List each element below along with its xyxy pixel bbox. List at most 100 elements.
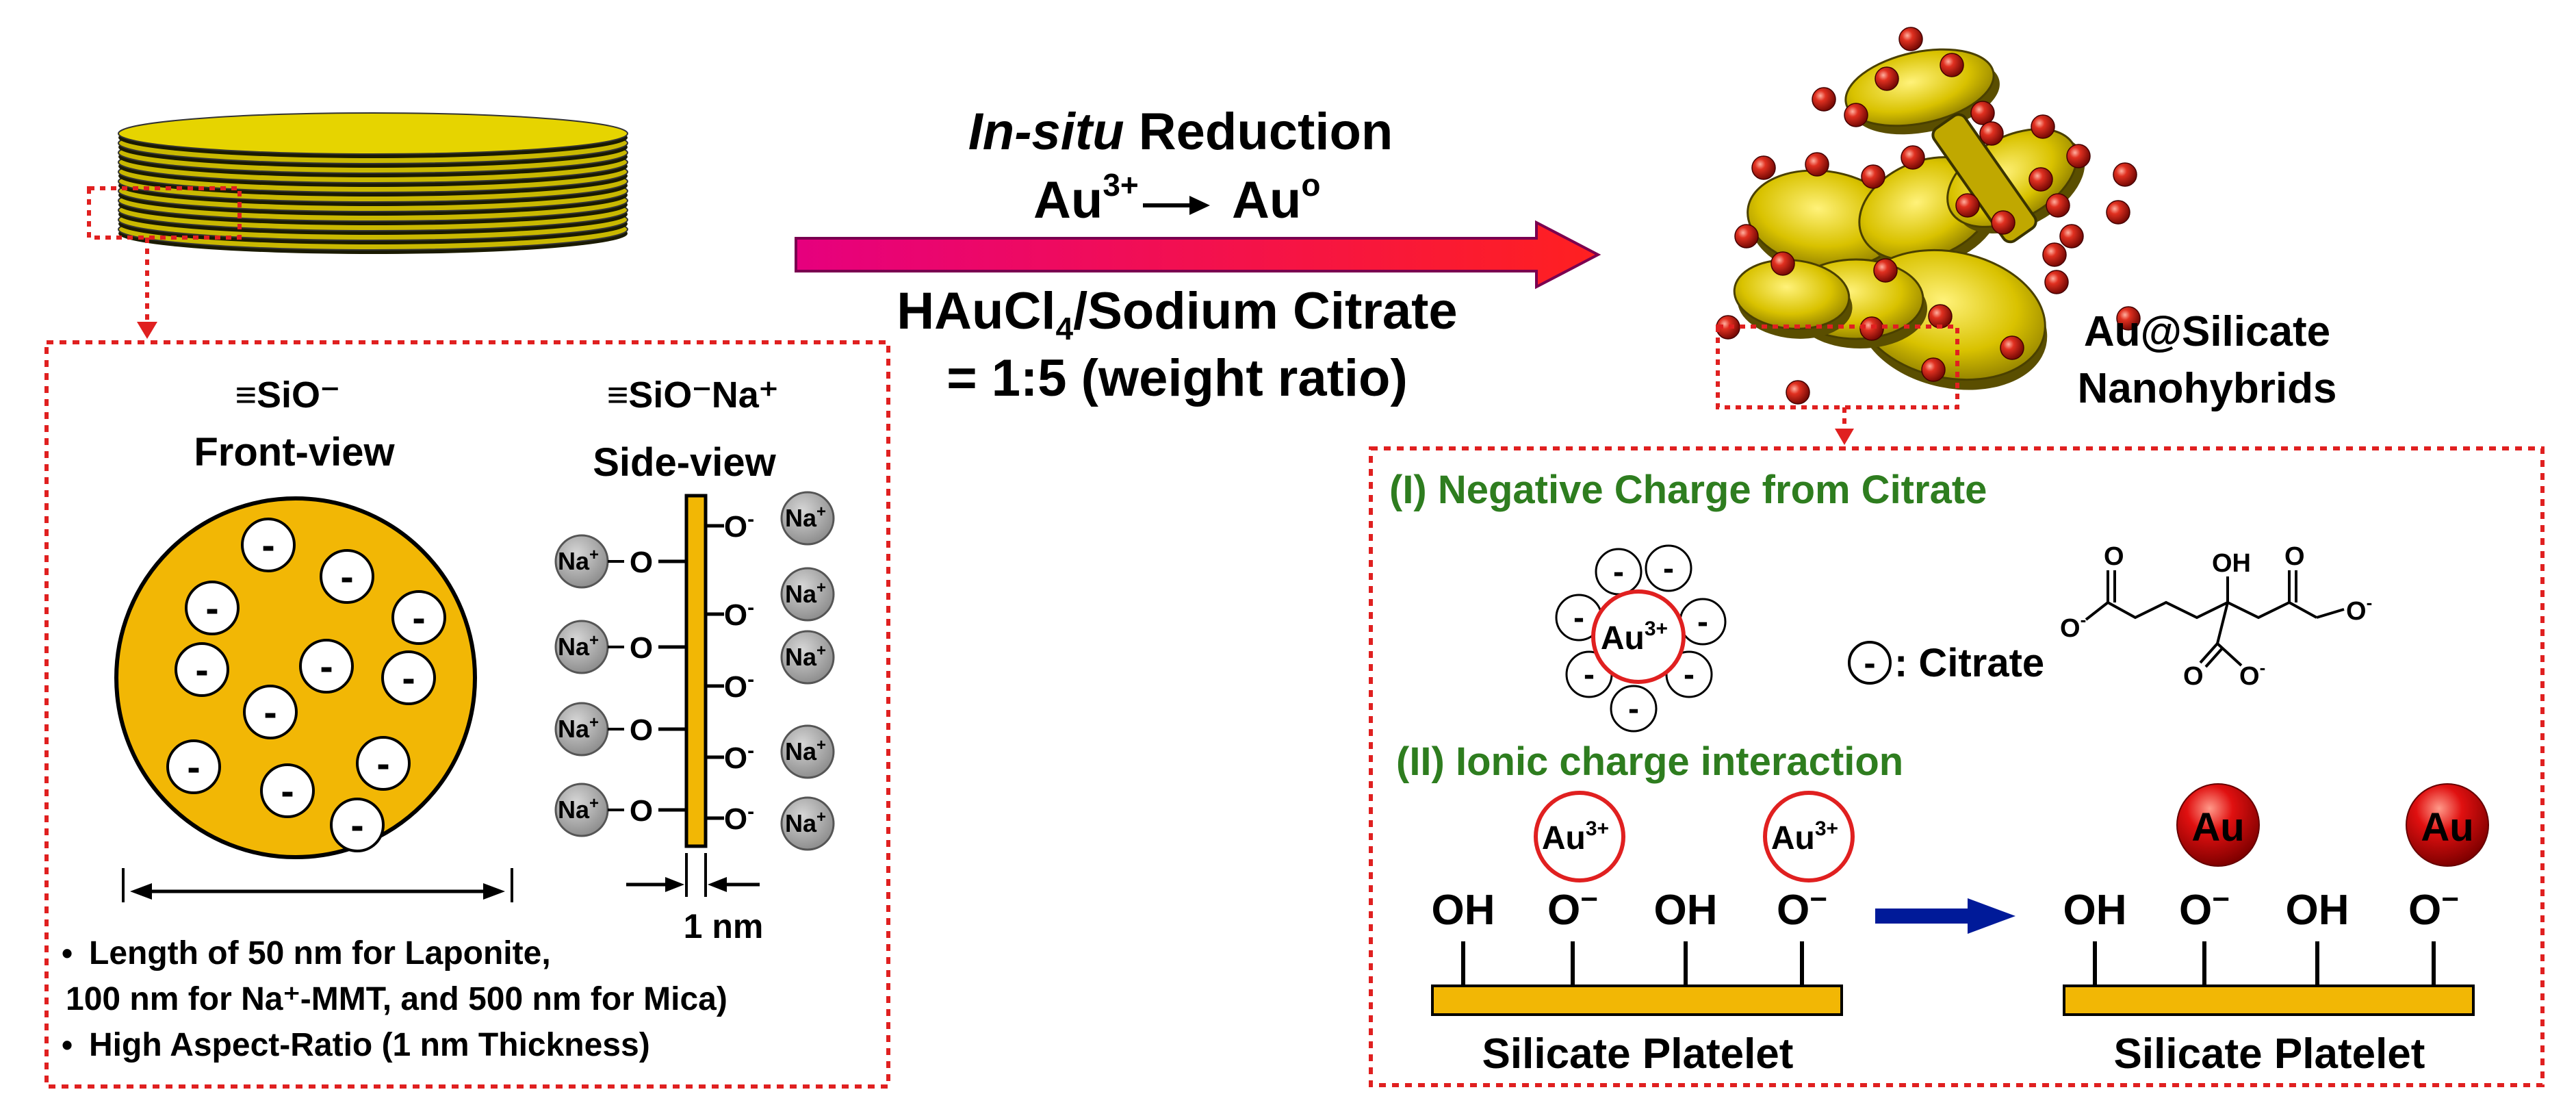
charge-minus: - (412, 596, 425, 640)
sodium-label: Na+ (785, 641, 826, 671)
citrate-atom-o-5: O (2183, 662, 2204, 691)
gold-nanoparticle (1751, 155, 1776, 180)
reaction-equation-right: Auo (1232, 167, 1320, 229)
citrate-atom-o-4: O- (2346, 592, 2372, 626)
thickness-marker (626, 853, 760, 897)
gold-nanoparticle (2106, 200, 2130, 225)
sodium-ion (780, 724, 835, 779)
side-formula: ≡SiO⁻Na⁺ (607, 374, 779, 416)
transformation-arrow (1875, 898, 2015, 934)
sodium-label: Na+ (785, 579, 826, 608)
citrate-minus: - (1663, 550, 1674, 587)
platelet-side-bar (684, 494, 708, 848)
gold-nanoparticle (2042, 242, 2067, 267)
front-charge-group: ------------ (166, 518, 446, 852)
citrate-structure (2085, 570, 2345, 668)
charge-minus: - (205, 586, 218, 631)
gold-label: Au (2421, 805, 2473, 850)
citrate-atom-o-2: O- (2060, 609, 2086, 643)
bullet-1-line-1: Length of 50 nm for Laponite, (89, 935, 551, 971)
platelet-label: Silicate Platelet (2114, 1030, 2425, 1078)
citrate-atom-oh: OH (2212, 549, 2251, 578)
citrate-key-label: : Citrate (1894, 641, 2044, 685)
sodium-ion (780, 796, 835, 851)
left-detail-panel (44, 340, 890, 1089)
product-label-line-1: Au@Silicate (2084, 308, 2330, 355)
gold-nanoparticle (1805, 152, 1829, 177)
citrate-ligand (1610, 685, 1658, 733)
citrate-key-minus: - (1864, 644, 1875, 683)
oxygen-label: O (630, 631, 653, 665)
citrate-minus: - (1613, 554, 1624, 590)
bullet-2: High Aspect-Ratio (1 nm Thickness) (89, 1027, 650, 1063)
oxygen-anion-label: O- (724, 800, 754, 836)
gold-nanoparticle (2116, 306, 2141, 331)
sodium-ion (780, 491, 835, 546)
sodium-ion (780, 630, 835, 685)
gold-nanoparticle (2000, 335, 2024, 360)
length-arrow (122, 868, 513, 902)
sodium-label: Na+ (558, 631, 599, 661)
charge-minus: - (320, 644, 333, 689)
bullet-1-line-2: 100 nm for Na⁺-MMT, and 500 nm for Mica) (66, 981, 727, 1017)
ratio-label: = 1:5 (weight ratio) (946, 349, 1408, 407)
gold-nanoparticle (2066, 144, 2091, 168)
gold-nanoparticle (1979, 121, 2004, 146)
charge-minus: - (340, 555, 353, 599)
sodium-label: Na+ (558, 546, 599, 575)
gold-nanoparticle (2406, 783, 2489, 867)
zoom-arrowhead-right (1835, 429, 1854, 445)
side-right-sites: O-Na+O-Na+O-Na+O-Na+O-Na+ (706, 491, 835, 851)
charge-circle (391, 590, 446, 645)
gold-nanoparticle (1928, 304, 1953, 329)
oxide-anion-label: O− (1777, 882, 1827, 934)
main-reaction-arrow (795, 220, 1601, 290)
charge-minus: - (402, 656, 415, 700)
hydroxyl-label: OH (2063, 887, 2127, 934)
gold-nanoparticle (2044, 270, 2069, 294)
gold-nanoparticle (1770, 251, 1795, 276)
front-formula: ≡SiO⁻ (235, 374, 339, 416)
sodium-label: Na+ (785, 736, 826, 765)
charge-circle (241, 518, 296, 572)
oxide-anion-label: O− (2179, 882, 2230, 934)
sodium-label: Na+ (558, 794, 599, 824)
gold-nanoparticle (1873, 258, 1898, 283)
citrate-ligand (1645, 544, 1692, 592)
reagents-label: HAuCl4/Sodium Citrate (897, 282, 1457, 346)
sodium-label: Na+ (558, 713, 599, 743)
sodium-ion (780, 567, 835, 622)
oxide-anion-label: O− (1547, 882, 1598, 934)
gold-nanoparticle (1970, 101, 1995, 125)
charge-circle (260, 763, 315, 818)
charge-minus: - (350, 803, 363, 848)
silicate-disc-side (1931, 113, 2037, 244)
oxygen-label: O (630, 546, 653, 579)
au3-ion-label: Au3+ (1542, 817, 1609, 856)
side-view-title: Side-view (593, 440, 776, 485)
gold-nanoparticle (2031, 114, 2055, 139)
charge-circle (243, 685, 298, 739)
charge-minus: - (263, 690, 276, 735)
oxygen-label: O (630, 794, 653, 828)
heading-negative-charge: (I) Negative Charge from Citrate (1389, 468, 1987, 512)
reaction-title: In-situ Reduction (968, 103, 1393, 161)
charge-minus: - (187, 745, 200, 789)
citrate-atom-o-6: O- (2239, 657, 2265, 691)
gold-nanoparticle (1901, 145, 1925, 170)
thickness-label: 1 nm (684, 907, 764, 945)
gold-nanoparticle (1844, 103, 1868, 127)
gold-nanoparticle (1786, 380, 1810, 405)
gold-nanoparticle (2046, 193, 2070, 218)
charge-circle (166, 739, 221, 794)
side-left-sites: Na+ONa+ONa+ONa+O (554, 534, 686, 837)
hydroxyl-label: OH (1432, 887, 1495, 934)
au3-ion-label: Au3+ (1771, 817, 1838, 856)
oxygen-anion-label: O- (724, 596, 754, 632)
au3-ion-label: Au3+ (1601, 618, 1668, 657)
gold-nanoparticle (1955, 193, 1980, 218)
zoom-box-right (1716, 325, 1959, 409)
platelet-bar (1431, 984, 1843, 1016)
